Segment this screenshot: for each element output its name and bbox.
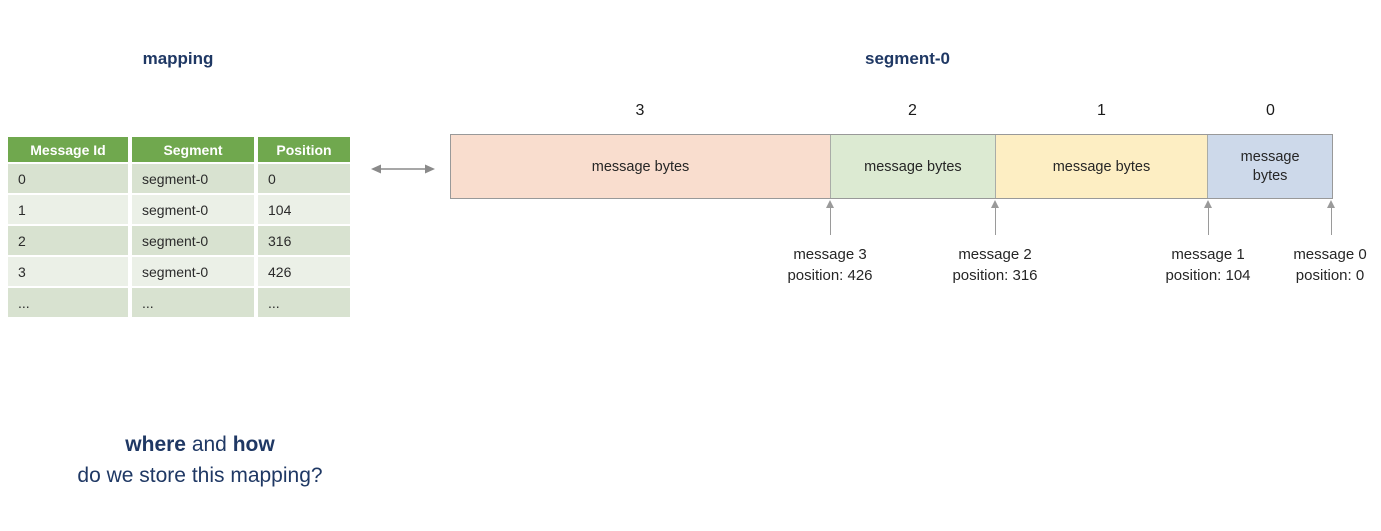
marker-message: message 3: [793, 246, 867, 263]
question-mid: and: [185, 433, 233, 456]
cell-position: 0: [258, 164, 350, 193]
question-line-1: where and how: [0, 429, 400, 460]
question-line-2: do we store this mapping?: [77, 464, 323, 487]
segment-block-label: message bytes: [1240, 148, 1300, 184]
block-index-2: 2: [908, 102, 917, 119]
bidirectional-arrow-icon: [371, 164, 435, 174]
mapping-table: Message Id Segment Position 0 segment-0 …: [4, 135, 354, 319]
cell-message-id: ...: [8, 288, 128, 317]
marker-label-message-1: message 1 position: 104: [1133, 244, 1283, 286]
up-arrow-icon: [1327, 200, 1335, 235]
marker-label-message-0: message 0 position: 0: [1255, 244, 1381, 286]
cell-message-id: 2: [8, 226, 128, 255]
up-arrow-icon: [991, 200, 999, 235]
question-text: where and how do we store this mapping?: [0, 429, 400, 491]
cell-segment: ...: [132, 288, 254, 317]
marker-message: message 2: [958, 246, 1032, 263]
segment-bar: message bytes message bytes message byte…: [450, 134, 1333, 199]
segment-block-3: message bytes: [451, 135, 831, 198]
header-segment: Segment: [132, 137, 254, 162]
segment-block-0: message bytes: [1207, 135, 1332, 198]
cell-position: 104: [258, 195, 350, 224]
marker-message: message 1: [1171, 246, 1245, 263]
marker-position: position: 316: [952, 267, 1038, 284]
cell-position: 316: [258, 226, 350, 255]
segment-title: segment-0: [864, 49, 951, 68]
header-message-id: Message Id: [8, 137, 128, 162]
block-index-3: 3: [635, 102, 645, 119]
cell-segment: segment-0: [132, 257, 254, 286]
table-header-row: Message Id Segment Position: [8, 137, 350, 162]
table-row: 2 segment-0 316: [8, 226, 350, 255]
segment-block-label: message bytes: [1052, 158, 1151, 175]
header-position: Position: [258, 137, 350, 162]
up-arrow-icon: [1204, 200, 1212, 235]
cell-segment: segment-0: [132, 164, 254, 193]
cell-position: ...: [258, 288, 350, 317]
marker-position: position: 104: [1165, 267, 1251, 284]
table-row: 0 segment-0 0: [8, 164, 350, 193]
segment-block-1: message bytes: [994, 135, 1208, 198]
segment-block-label: message bytes: [591, 158, 690, 175]
segment-block-label: message bytes: [864, 158, 962, 175]
block-index-1: 1: [1097, 102, 1106, 119]
marker-message: message 0: [1293, 246, 1367, 263]
cell-segment: segment-0: [132, 226, 254, 255]
block-index-0: 0: [1266, 102, 1275, 119]
marker-label-message-2: message 2 position: 316: [920, 244, 1070, 286]
marker-position: position: 426: [787, 267, 873, 284]
cell-message-id: 0: [8, 164, 128, 193]
question-bold-how: how: [232, 433, 275, 456]
up-arrow-icon: [826, 200, 834, 235]
cell-message-id: 3: [8, 257, 128, 286]
question-bold-where: where: [125, 433, 186, 456]
cell-message-id: 1: [8, 195, 128, 224]
marker-label-message-3: message 3 position: 426: [755, 244, 905, 286]
cell-segment: segment-0: [132, 195, 254, 224]
mapping-title: mapping: [142, 49, 214, 68]
marker-position: position: 0: [1295, 267, 1365, 284]
table-row-ellipsis: ... ... ...: [8, 288, 350, 317]
table-row: 3 segment-0 426: [8, 257, 350, 286]
segment-block-2: message bytes: [830, 135, 995, 198]
cell-position: 426: [258, 257, 350, 286]
block-index-row: 3 2 1 0: [450, 102, 1333, 120]
table-row: 1 segment-0 104: [8, 195, 350, 224]
